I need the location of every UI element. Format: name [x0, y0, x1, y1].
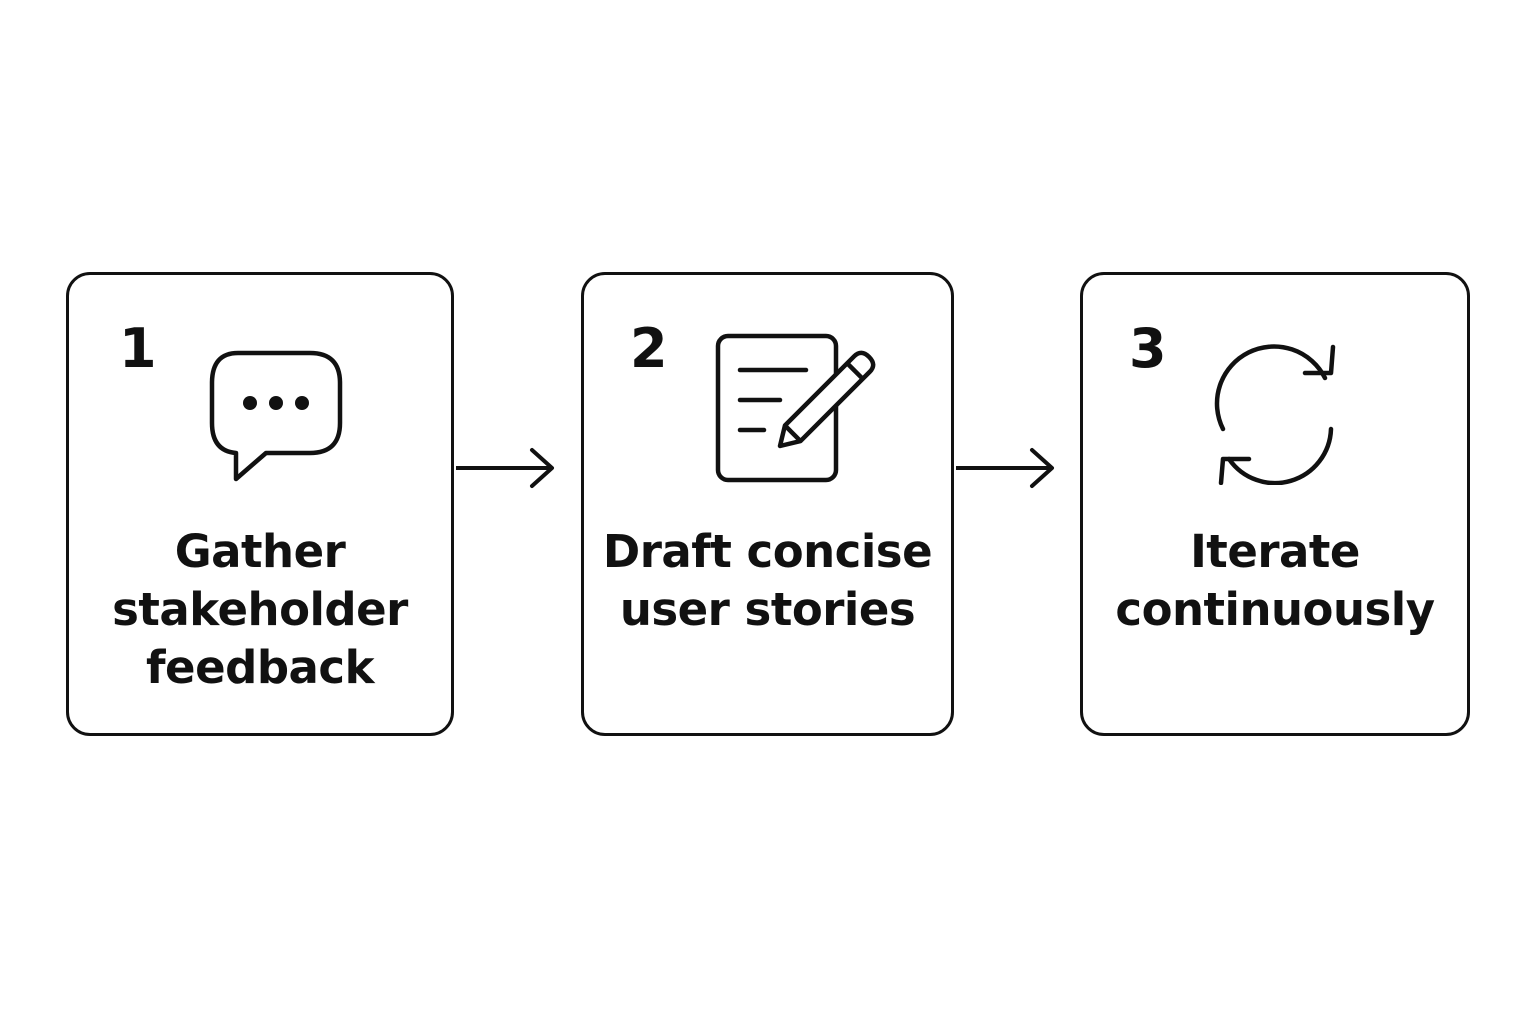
- step-label: Draft concise user stories: [602, 525, 933, 636]
- step-label: Iterate continuously: [1115, 525, 1435, 636]
- arrow-right-icon: [456, 448, 554, 488]
- step-card-draft-stories: 2 Draft concise user stories: [581, 272, 954, 736]
- arrow-right-icon: [956, 448, 1054, 488]
- step-number: 2: [630, 317, 668, 380]
- step-number: 3: [1129, 317, 1167, 380]
- step-card-gather-feedback: 1 Gather stakeholder feedback: [66, 272, 454, 736]
- step-label: Gather stakeholder feedback: [112, 525, 408, 694]
- step-card-iterate: 3 Iterate continuously: [1080, 272, 1470, 736]
- refresh-cycle-icon: [1214, 344, 1336, 485]
- document-pencil-icon: [715, 333, 876, 483]
- speech-bubble-icon: [209, 350, 343, 482]
- step-number: 1: [119, 317, 157, 380]
